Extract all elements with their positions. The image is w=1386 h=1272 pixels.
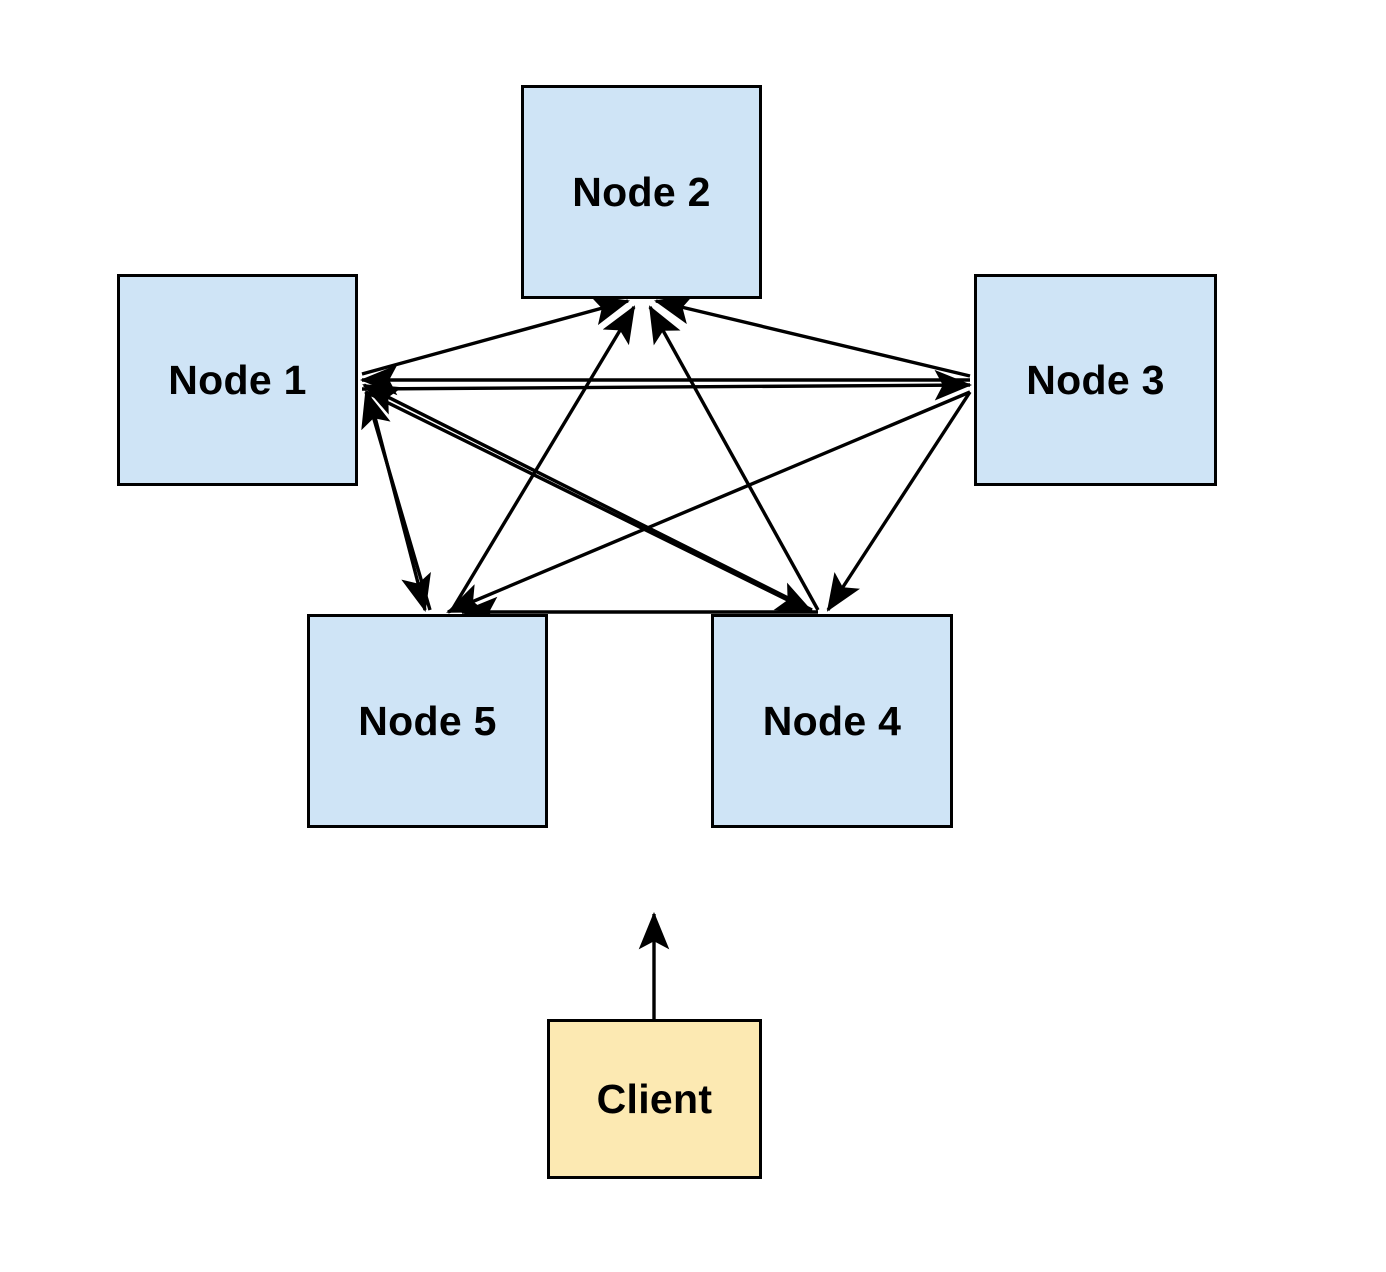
edge-node3-to-node5 [446,390,971,614]
node-label: Node 2 [572,168,711,215]
node-box-node1[interactable]: Node 1 [117,274,358,486]
edge-node3-to-node2 [654,294,971,378]
edge-node4-to-node1 [362,383,813,612]
node-label: Node 5 [358,697,497,744]
edge-node1-to-node4 [365,390,814,614]
edge-node1-to-node5 [367,393,431,612]
edge-node1-to-node2 [361,295,630,376]
node-label: Node 1 [168,356,307,403]
edge-group [359,294,973,1019]
node-box-client[interactable]: Client [547,1019,762,1179]
node-box-node4[interactable]: Node 4 [711,614,953,828]
node-label: Client [596,1075,713,1122]
node-label: Node 3 [1026,356,1165,403]
edge-node3-to-node4 [826,391,972,612]
node-box-node2[interactable]: Node 2 [521,85,762,299]
edge-node1-to-node3 [361,369,973,401]
edge-node4-to-node2 [648,305,820,611]
node-box-node3[interactable]: Node 3 [974,274,1217,486]
node-box-node5[interactable]: Node 5 [307,614,548,828]
edge-node5-to-node2 [450,305,636,611]
node-label: Node 4 [762,697,902,744]
